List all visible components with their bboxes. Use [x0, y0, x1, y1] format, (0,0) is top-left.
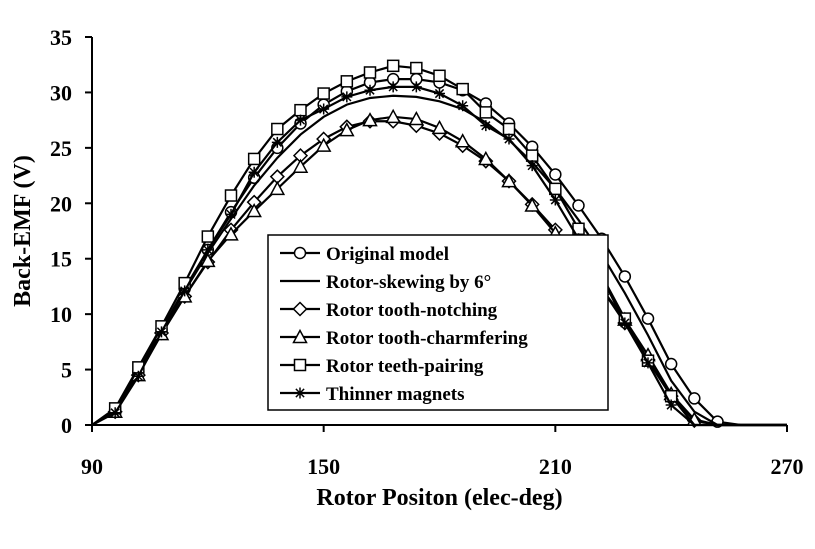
square-marker: [224, 189, 238, 202]
asterisk-marker: [434, 88, 445, 100]
triangle-marker: [524, 197, 540, 212]
triangle-marker: [269, 180, 286, 196]
legend-label: Thinner magnets: [326, 384, 464, 405]
triangle-marker: [408, 110, 425, 126]
square-marker: [479, 106, 493, 119]
y-tick-label: 30: [50, 80, 72, 105]
legend-item: Rotor-skewing by 6°: [280, 272, 491, 293]
y-axis-title: Back-EMF (V): [10, 155, 36, 307]
asterisk-marker: [179, 285, 191, 297]
asterisk-marker: [480, 120, 492, 132]
triangle-marker: [200, 252, 216, 268]
square-marker: [456, 82, 469, 96]
circle-marker: [293, 246, 307, 260]
square-marker: [525, 149, 539, 162]
square-marker: [433, 69, 446, 83]
y-tick-label: 10: [50, 302, 72, 327]
legend-label: Rotor teeth-pairing: [326, 356, 484, 377]
asterisk-marker: [364, 84, 376, 96]
diamond-marker: [292, 301, 308, 317]
circle-marker: [618, 270, 632, 283]
legend-item: Rotor tooth-notching: [280, 300, 498, 321]
triangle-marker: [315, 137, 332, 152]
asterisk-marker: [642, 357, 654, 369]
asterisk-marker: [271, 136, 283, 148]
asterisk-marker: [503, 133, 515, 145]
asterisk-marker: [665, 399, 677, 411]
circle-marker: [688, 392, 701, 405]
legend-item: Thinner magnets: [280, 384, 464, 405]
x-tick-label: 210: [539, 454, 572, 479]
square-marker: [410, 61, 423, 75]
y-tick-label: 35: [50, 25, 72, 50]
triangle-marker: [385, 108, 401, 124]
asterisk-marker: [341, 91, 353, 103]
plot-area: [91, 59, 787, 429]
x-tick-label: 150: [307, 454, 340, 479]
triangle-marker: [292, 328, 308, 344]
square-marker: [317, 87, 330, 100]
square-marker: [294, 103, 307, 117]
square-marker: [363, 66, 377, 79]
asterisk-marker: [248, 166, 260, 178]
asterisk-marker: [526, 160, 538, 172]
asterisk-marker: [318, 103, 330, 115]
circle-marker: [572, 199, 585, 212]
x-tick-label: 270: [771, 454, 804, 479]
x-tick-label: 90: [81, 454, 103, 479]
circle-marker: [641, 312, 655, 325]
asterisk-marker: [294, 387, 306, 399]
asterisk-marker: [457, 100, 469, 112]
triangle-marker: [292, 158, 309, 173]
asterisk-marker: [295, 114, 306, 126]
circle-marker: [549, 168, 562, 181]
legend-box: [267, 234, 609, 411]
legend-label: Rotor tooth-charmfering: [326, 328, 528, 349]
triangle-marker: [339, 122, 355, 137]
asterisk-marker: [387, 81, 399, 93]
y-tick-label: 5: [61, 358, 72, 383]
square-marker: [549, 182, 562, 196]
square-marker: [502, 122, 516, 136]
asterisk-marker: [109, 407, 121, 419]
triangle-marker: [501, 173, 517, 188]
square-marker: [271, 122, 284, 136]
square-marker: [293, 358, 307, 372]
triangle-marker: [431, 119, 448, 135]
y-tick-label: 20: [50, 191, 72, 216]
y-tick-label: 15: [50, 247, 72, 272]
legend-item: Rotor teeth-pairing: [280, 356, 484, 377]
triangle-marker: [362, 112, 378, 127]
asterisk-marker: [225, 208, 237, 220]
asterisk-marker: [619, 317, 631, 329]
legend-item: Original model: [280, 244, 449, 265]
triangle-marker: [454, 133, 471, 148]
asterisk-marker: [549, 194, 561, 206]
asterisk-marker: [156, 326, 167, 338]
legend-label: Rotor-skewing by 6°: [326, 272, 491, 293]
triangle-marker: [223, 226, 239, 241]
y-tick-label: 25: [50, 136, 72, 161]
y-tick-label: 0: [61, 413, 72, 438]
square-marker: [201, 230, 215, 243]
square-marker: [340, 75, 354, 88]
square-marker: [386, 59, 400, 73]
asterisk-marker: [202, 244, 214, 256]
asterisk-marker: [132, 370, 144, 382]
asterisk-marker: [410, 81, 422, 93]
square-marker: [247, 152, 261, 166]
circle-marker: [664, 357, 678, 371]
triangle-marker: [478, 150, 494, 166]
triangle-marker: [246, 202, 262, 218]
legend-label: Original model: [326, 244, 449, 265]
x-axis-title: Rotor Positon (elec-deg): [316, 485, 562, 511]
legend-item: Rotor tooth-charmfering: [280, 328, 528, 349]
legend-label: Rotor tooth-notching: [326, 300, 498, 321]
